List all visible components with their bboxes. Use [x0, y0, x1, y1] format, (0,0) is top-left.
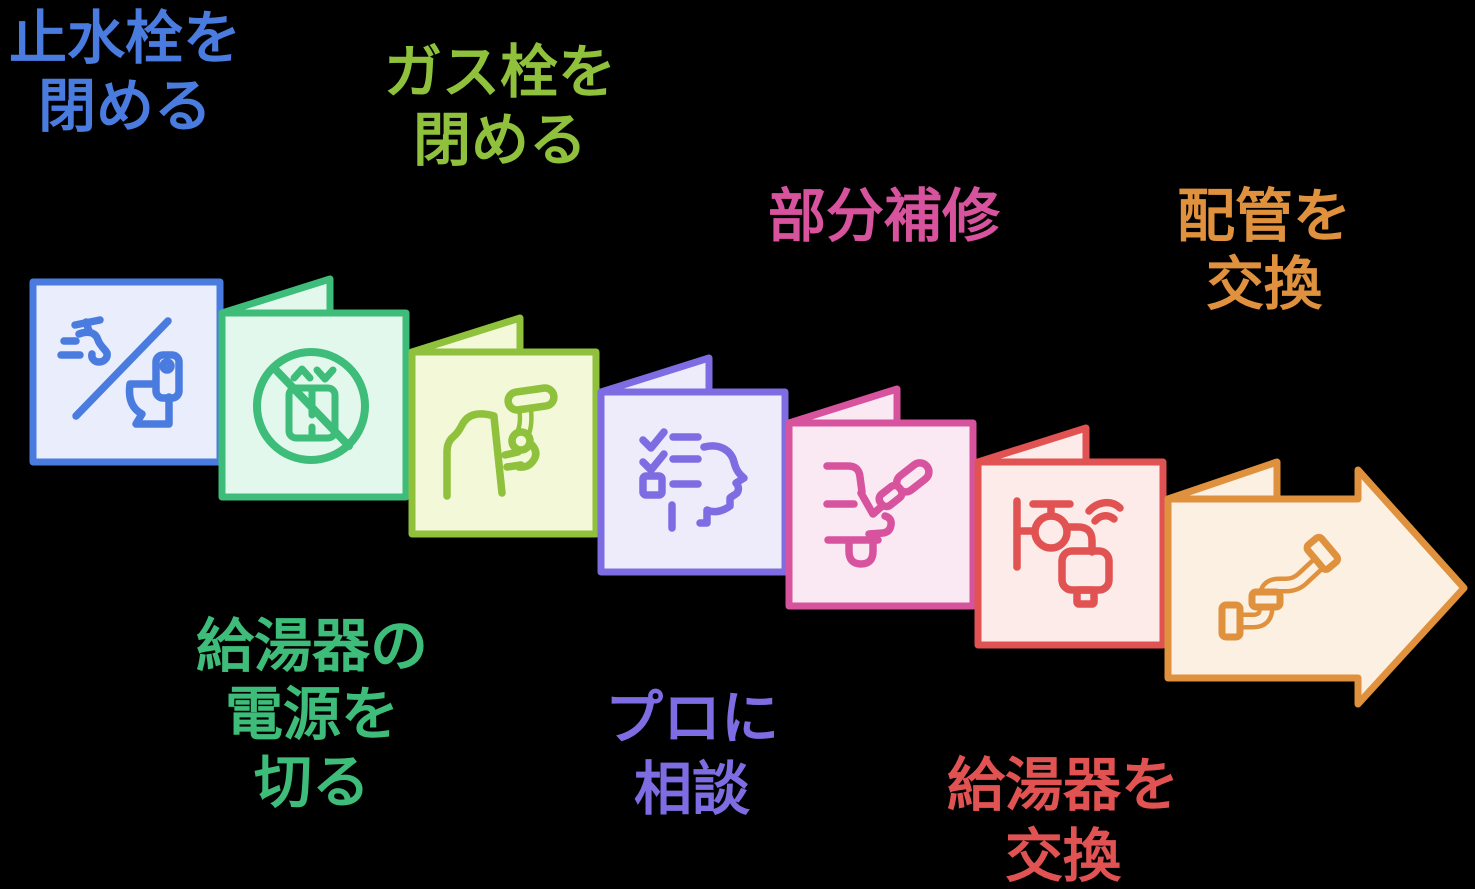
faucet-spout [75, 328, 111, 366]
check-mark [639, 450, 668, 474]
head-profile [696, 442, 748, 527]
card-fold [597, 354, 713, 396]
card-fold [408, 314, 524, 356]
step-label-replace-piping: 配管を 交換 [1177, 182, 1351, 318]
card-face [785, 419, 977, 610]
spout [1063, 523, 1096, 556]
prohibition-slash [270, 364, 353, 450]
card-fold [974, 424, 1090, 466]
label-line: 閉める [37, 72, 213, 140]
card-face [29, 278, 224, 466]
label-line: 止水栓を [8, 4, 242, 72]
label-line: 給湯器を [946, 751, 1180, 819]
faucet-heater-unit-icon [1013, 497, 1124, 608]
face-repair-tool-icon [823, 459, 933, 568]
label-line: 閉める [412, 106, 588, 174]
card-fold [1164, 458, 1281, 503]
label-line: プロに [604, 684, 780, 752]
toilet-button [159, 358, 175, 374]
card-fold [218, 275, 334, 317]
step-label-close-water-valve: 止水栓を 閉める [9, 4, 241, 140]
valve-handle [504, 384, 558, 414]
pin-stem [875, 481, 906, 511]
checklist-head-icon [639, 428, 748, 532]
pipe-inner [1238, 562, 1320, 625]
pipe-coupling [1218, 601, 1244, 641]
step-label-consult-professional: プロに 相談 [605, 683, 779, 825]
step-shape-partial-repair [785, 385, 977, 610]
step-shape-replace-piping [1164, 458, 1468, 708]
card-fold [785, 385, 901, 427]
step-label-turn-off-water-heater-power: 給湯器の 電源を 切る [196, 612, 428, 816]
check-mark [639, 428, 668, 452]
steam-caret-down [313, 366, 337, 383]
label-line: 部分補修 [767, 182, 1001, 250]
step-label-close-gas-valve: ガス栓を 閉める [384, 38, 616, 174]
step-shape-turn-off-water-heater-power [218, 275, 410, 501]
hand-edge [490, 413, 506, 497]
no-water-heater-icon [253, 348, 369, 464]
checkbox [639, 472, 666, 499]
label-line: 交換 [1205, 250, 1323, 318]
slash [72, 317, 172, 420]
wrench-head [865, 512, 895, 538]
label-line: ガス栓を [383, 38, 617, 106]
card-face [408, 348, 600, 538]
step-shape-replace-water-heater [974, 424, 1167, 649]
step-shape-close-water-valve [29, 278, 224, 466]
hand-knuckle [508, 428, 534, 454]
steam-caret-up [290, 365, 314, 382]
signal-arc [1091, 512, 1118, 525]
arrow-body [1164, 466, 1468, 708]
step-shape-consult-professional [597, 354, 789, 576]
pipe-coupling [1303, 533, 1342, 573]
step-label-partial-repair: 部分補修 [768, 182, 1000, 250]
pipe-band [1248, 588, 1284, 611]
step-shape-close-gas-valve [408, 314, 600, 538]
hand-gas-valve-icon [443, 384, 558, 500]
prohibition-circle [253, 348, 369, 464]
face-line [823, 462, 866, 496]
finger-line [503, 461, 525, 471]
label-line: 切る [253, 748, 371, 816]
finger-line [501, 448, 522, 459]
step-label-replace-water-heater: 給湯器を 交換 [947, 750, 1179, 889]
chin-drop [845, 538, 877, 568]
heater-tab [1073, 586, 1098, 608]
s-pipe-icon [1218, 533, 1342, 641]
label-line: 配管を [1176, 182, 1352, 250]
faucet-toilet-slash-icon [57, 316, 183, 428]
label-line: 交換 [1004, 822, 1122, 889]
label-line: 給湯器の [195, 612, 429, 680]
label-line: 相談 [633, 755, 751, 823]
signal-arc [1085, 499, 1124, 515]
wrench-jaw [857, 489, 885, 518]
label-line: 電源を [224, 680, 400, 748]
toilet-bowl [125, 380, 173, 428]
hand-outline [443, 410, 498, 500]
